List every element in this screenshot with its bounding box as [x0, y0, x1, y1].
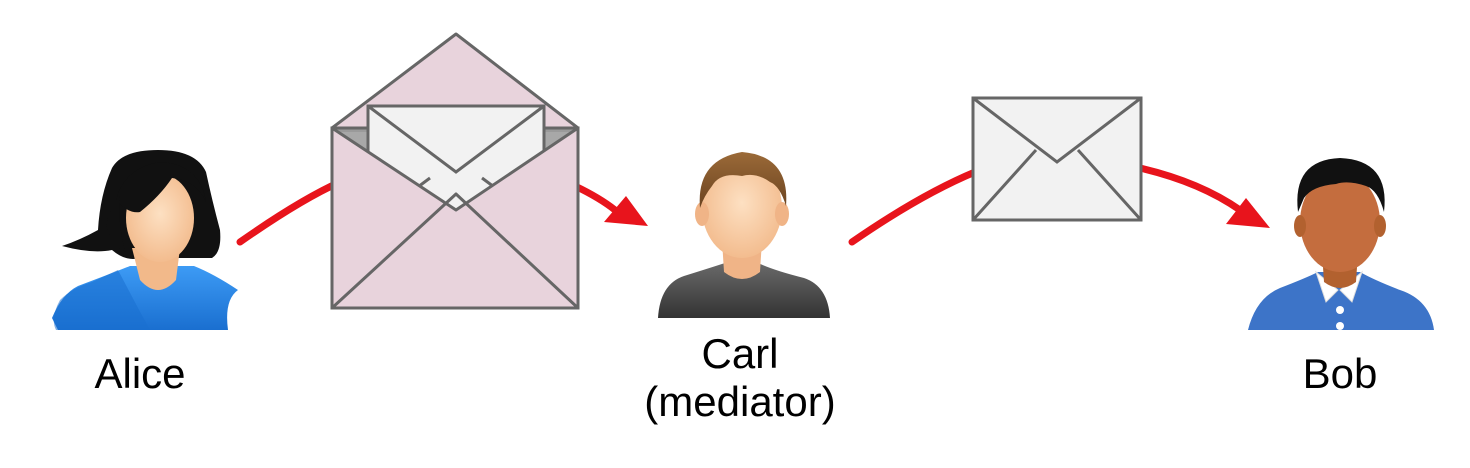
open-envelope-icon: [330, 32, 580, 310]
alice-label: Alice: [94, 350, 186, 397]
arrowhead-icon: [604, 196, 648, 226]
arrowhead-icon: [1226, 198, 1270, 228]
bob-avatar: [1248, 158, 1434, 330]
carl-role: (mediator): [644, 378, 836, 425]
carl-label: Carl (mediator): [590, 330, 890, 426]
envelope-icon: [971, 96, 1143, 222]
carl-avatar: [658, 152, 830, 318]
alice-avatar: [52, 150, 238, 330]
arrow-carl-to-bob: [848, 164, 1270, 246]
carl-name: Carl: [701, 330, 779, 377]
bob-label: Bob: [1302, 350, 1378, 397]
